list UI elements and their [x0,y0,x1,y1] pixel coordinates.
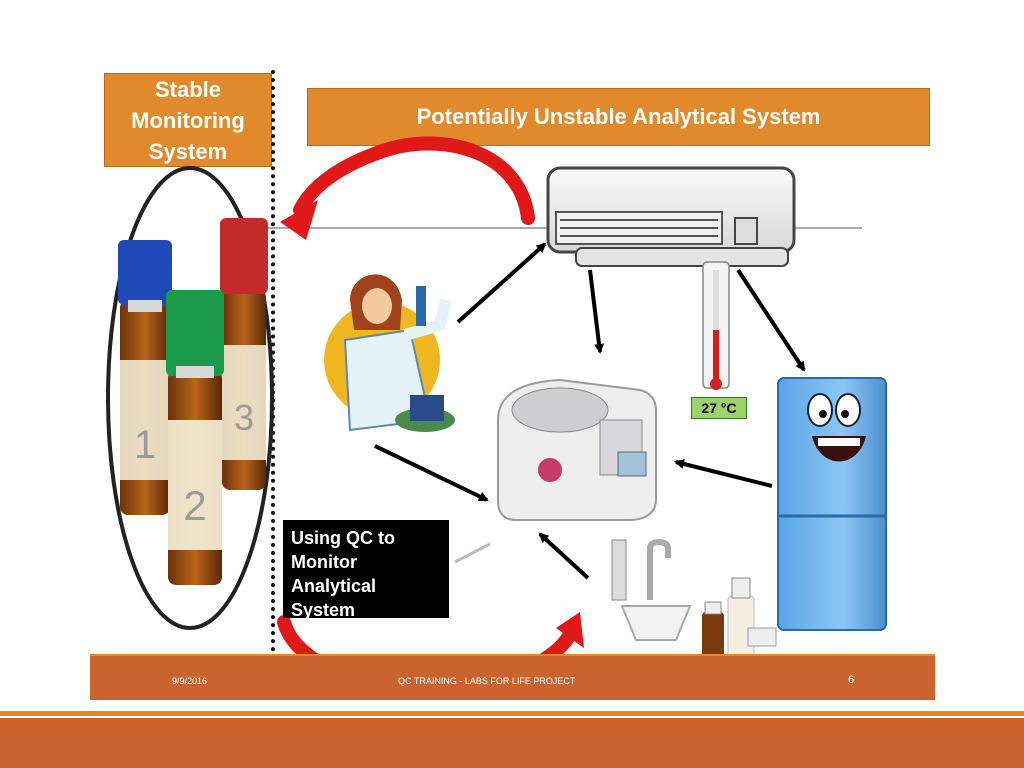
stable-monitoring-system-header: Stable Monitoring System [104,73,272,167]
arrow-ac-to-analyzer [588,269,604,354]
footer-title: QC TRAINING - LABS FOR LIFE PROJECT [398,676,576,686]
chemistry-analyzer-illustration [497,378,657,521]
bottom-accent-line [0,711,1024,716]
caption-line3: Analytical [291,576,377,596]
caption-line4: System [291,600,356,620]
qc-caption-box: Using QC to Monitor Analytical System [283,520,449,620]
arrow-water-to-analyzer [538,532,590,580]
faint-arrow [454,542,491,564]
unstable-analytical-system-header: Potentially Unstable Analytical System [307,88,930,146]
arrow-ac-to-fridge [736,268,806,372]
caption-line1: Using QC to [291,528,395,548]
caption-line2: Monitor [291,552,357,572]
stable-header-line3: System [148,138,228,164]
vial-cap-1 [118,240,172,305]
arrow-fridge-to-analyzer [674,459,773,488]
red-arrow-top [280,136,535,240]
slide-footer-bar [90,656,935,700]
footer-date: 9/9/2016 [172,676,208,686]
thermometer-illustration [702,261,730,390]
footer-page-number: 6 [848,674,855,686]
black-flow-arrows [374,242,806,580]
lab-technician-illustration [324,274,455,432]
stable-header-line2: Monitoring [131,107,245,133]
refrigerator-illustration [777,377,887,631]
vial-cap-3 [220,218,268,294]
reagent-bottles-illustration [702,577,777,663]
qc-vial-2: 2 [166,290,224,585]
stable-header-line1: Stable [154,76,221,102]
air-conditioner-illustration [546,166,796,267]
vial-number-3: 3 [234,397,254,438]
vial-number-1: 1 [134,423,156,467]
vial-number-2: 2 [183,482,206,529]
arrow-tech-to-analyzer [374,444,489,502]
temperature-reading: 27 °C [691,397,747,419]
arrow-tech-to-ac [456,242,547,324]
water-purifier-illustration [611,539,692,641]
vial-cap-2 [166,290,224,376]
unstable-header-text: Potentially Unstable Analytical System [416,104,821,129]
qc-vial-3: 3 [220,218,268,490]
vials-oval [106,166,274,630]
bottom-band [0,718,1024,768]
qc-vial-1: 1 [118,240,172,515]
